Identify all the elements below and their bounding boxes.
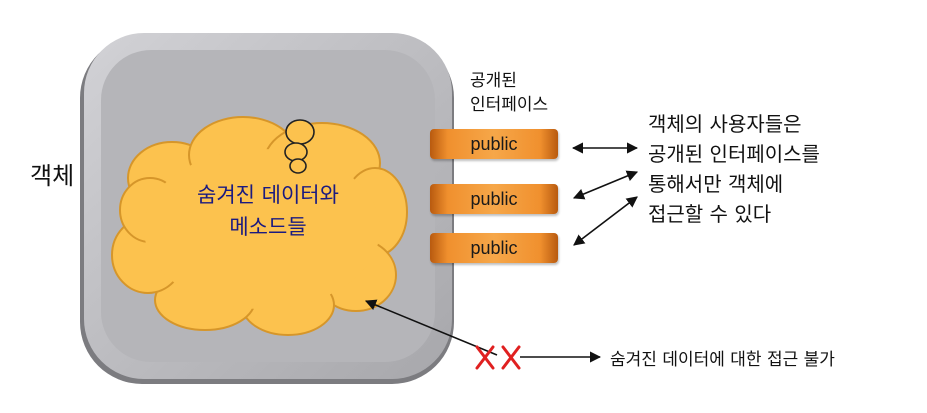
- arrow-user-bottom: [573, 196, 638, 246]
- object-label: 객체: [30, 162, 75, 190]
- cloud-shape: [111, 116, 408, 336]
- public-interface-1: public: [430, 129, 558, 159]
- user-note-line2: 공개된 인터페이스를: [648, 142, 820, 166]
- arrow-blocked-to-cloud: [364, 299, 498, 356]
- interface-label-line2: 인터페이스: [470, 95, 549, 115]
- public-interface-3: public: [430, 233, 558, 263]
- interface-label-line1: 공개된: [470, 71, 517, 91]
- cloud-title-line1: 숨겨진 데이터와: [197, 183, 339, 207]
- user-note-line3: 통해서만 객체에: [648, 172, 784, 196]
- public-interface-2: public: [430, 184, 558, 214]
- arrow-user-middle: [572, 170, 639, 200]
- user-note-line4: 접근할 수 있다: [648, 202, 772, 226]
- blocked-access-note: 숨겨진 데이터에 대한 접근 불가: [610, 350, 835, 370]
- arrows: [364, 142, 639, 363]
- cloud-title-line2: 메소드들: [229, 215, 307, 239]
- cross-marks-icon: [475, 345, 521, 370]
- user-note-line1: 객체의 사용자들은: [648, 112, 802, 136]
